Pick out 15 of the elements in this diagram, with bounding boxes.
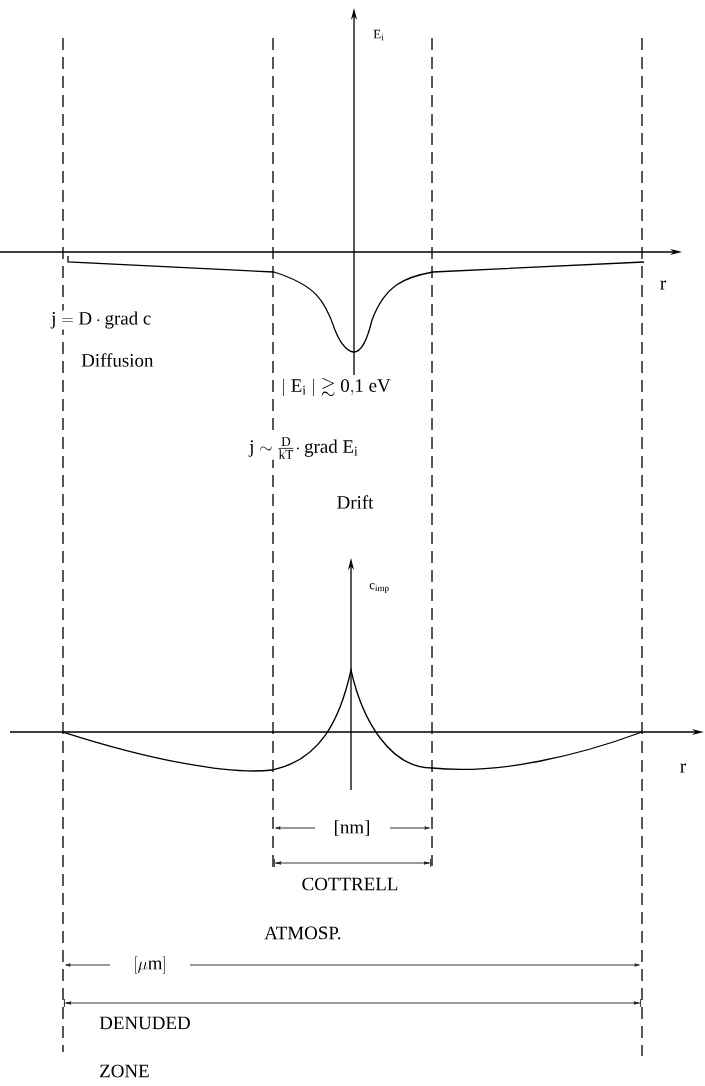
axis-label: $\mathrm{E_i}$ — [372, 28, 386, 42]
dimension-label: [nm] — [332, 819, 372, 837]
zone-label: COTTRELL — [300, 876, 400, 892]
formula: $\mathrm{|\ E_i\ | \gtrsim 0{,}1\ eV}$ — [280, 376, 392, 398]
zone-label: DENUDED — [98, 1015, 192, 1031]
formula: $\mathrm{j = D \cdot grad\ c}$ — [50, 310, 153, 330]
region-label: Drift — [335, 494, 375, 510]
dimension-label: $[\mu \mathrm{m}]$ — [132, 955, 168, 975]
axis-label: r — [658, 279, 668, 291]
formula: $\mathrm{j \sim \frac{D}{kT}\!\cdot grad\ E_i}$ — [248, 436, 360, 460]
zone-label: ZONE — [98, 1063, 151, 1079]
axis-label: r — [678, 762, 688, 774]
region-label: Diffusion — [80, 352, 155, 368]
zone-label: ATMOSP. — [263, 925, 343, 941]
axis-label: $\mathrm{c_{imp}}$ — [368, 582, 391, 594]
